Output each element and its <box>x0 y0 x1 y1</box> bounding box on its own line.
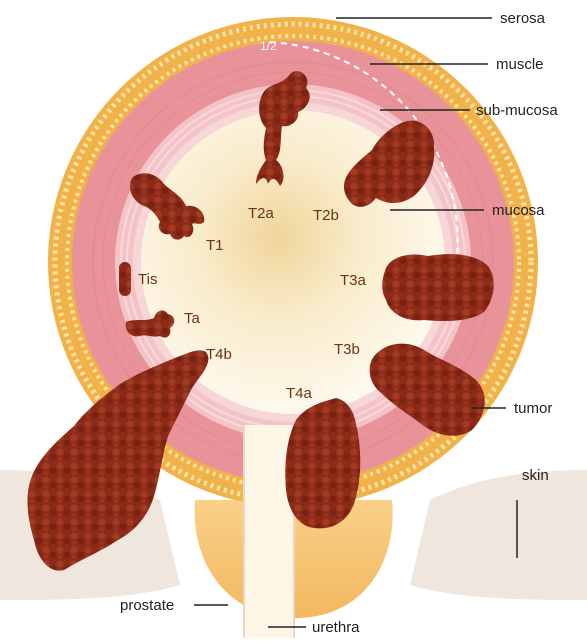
tumor-t3a <box>382 254 494 321</box>
stage-label-tis: Tis <box>138 271 157 288</box>
submucosa-label: sub-mucosa <box>476 102 558 119</box>
stage-label-t2a: T2a <box>248 205 275 222</box>
skin-label: skin <box>522 467 549 484</box>
muscle-label: muscle <box>496 56 544 73</box>
skin-tissue-right <box>410 470 587 600</box>
stage-label-t1: T1 <box>206 237 224 254</box>
tumor-tis <box>119 262 131 296</box>
stage-label-t3a: T3a <box>340 272 367 289</box>
mucosa-label: mucosa <box>492 202 545 219</box>
prostate-label: prostate <box>120 597 174 614</box>
urethra-label: urethra <box>312 619 360 636</box>
stage-label-t3b: T3b <box>334 341 360 358</box>
stage-label-t4a: T4a <box>286 385 313 402</box>
half-marker-label: 1/2 <box>260 39 277 53</box>
tumor-label: tumor <box>514 400 552 417</box>
stage-label-ta: Ta <box>184 310 201 327</box>
serosa-label: serosa <box>500 10 546 27</box>
stage-label-t4b: T4b <box>206 346 232 363</box>
stage-label-t2b: T2b <box>313 207 339 224</box>
